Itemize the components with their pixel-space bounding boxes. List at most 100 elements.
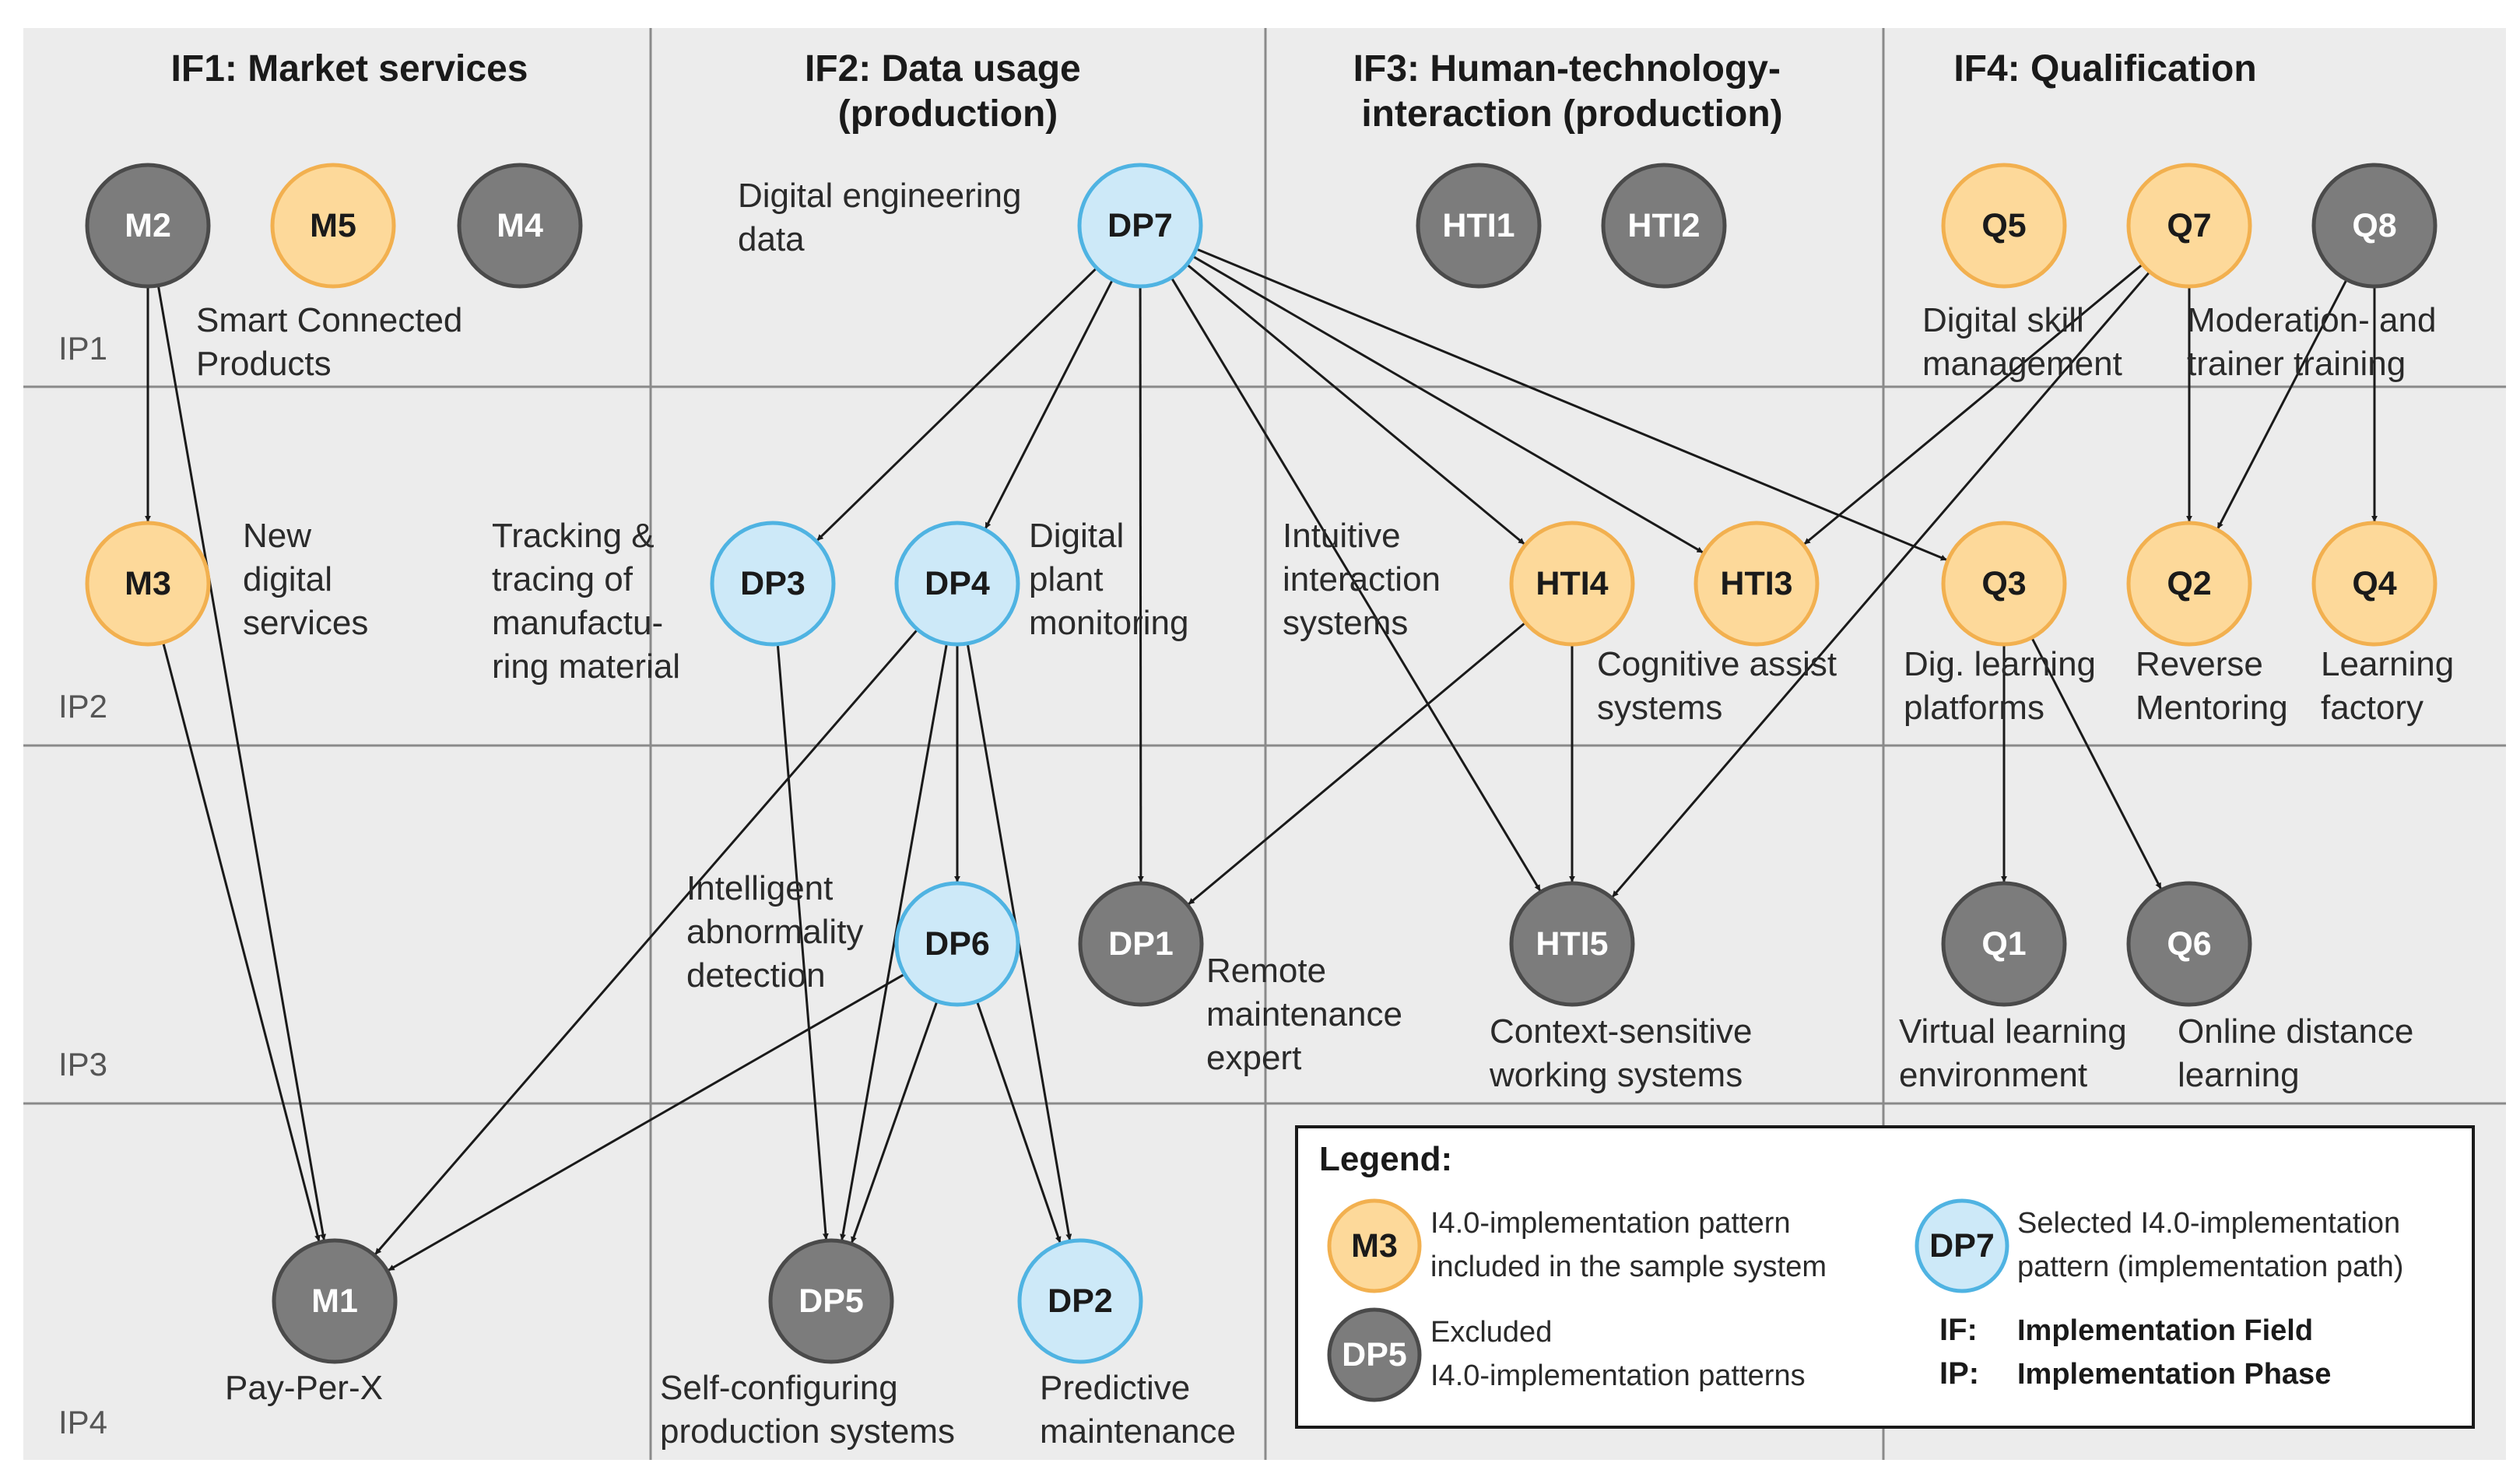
field-header-line: IF3: Human-technology- — [1353, 48, 1781, 89]
node-circle-hti5 — [1509, 881, 1635, 1007]
label-remote: Remote maintenance expert — [1206, 952, 1412, 1077]
legend-line: Selected I4.0-implementation — [2017, 1207, 2400, 1240]
label-line: New — [243, 517, 311, 555]
node-hti5: HTI5 — [1509, 881, 1635, 1007]
node-q4: Q4 — [2311, 521, 2438, 647]
node-label-q7: Q7 — [2167, 207, 2211, 244]
legend-selected-swatch — [1915, 1198, 2009, 1293]
node-label-hti2: HTI2 — [1627, 207, 1700, 244]
phase-label-ip4: IP4 — [58, 1404, 107, 1440]
label-line: manufactu- — [492, 604, 663, 642]
label-line: Online distance — [2178, 1012, 2413, 1051]
label-line: Dig. learning — [1904, 645, 2096, 683]
node-dp6: DP6 — [894, 881, 1020, 1007]
node-label-hti4: HTI4 — [1536, 565, 1608, 602]
edge-dp7-to-hti3 — [1192, 254, 1704, 554]
field-header-if1: IF1: Market services — [171, 48, 528, 89]
node-circle-q4 — [2311, 521, 2438, 647]
node-circle-q7 — [2126, 163, 2252, 289]
node-hti2: HTI2 — [1601, 163, 1727, 289]
node-dp2: DP2 — [1017, 1238, 1143, 1364]
legend-included-text: I4.0-implementation pattern included in … — [1430, 1207, 1827, 1283]
node-label-hti5: HTI5 — [1536, 925, 1608, 963]
label-abnormality: Intelligent abnormality detection — [686, 869, 873, 995]
node-label-q2: Q2 — [2167, 565, 2211, 602]
label-line: plant — [1029, 560, 1103, 598]
legend-included-swatch — [1327, 1198, 1422, 1293]
edge-dp7-to-hti4 — [1186, 263, 1525, 546]
node-label-hti1: HTI1 — [1442, 207, 1514, 244]
edge-dp7-to-dp4 — [984, 279, 1114, 529]
label-line: trainer training — [2187, 345, 2406, 383]
edge-dp6-to-m1 — [388, 973, 906, 1272]
node-circle-q3 — [1941, 521, 2067, 647]
legend-included-swatch-label: M3 — [1351, 1227, 1398, 1265]
label-line: learning — [2178, 1056, 2300, 1094]
label-cognitive: Cognitive assist systems — [1597, 645, 1846, 727]
legend-if-key: IF: — [1939, 1313, 1978, 1347]
label-online: Online distance learning — [2178, 1012, 2423, 1094]
field-header-line: IF4: Qualification — [1953, 48, 2256, 89]
label-new-digital: New digital services — [243, 517, 368, 642]
label-line: maintenance — [1206, 995, 1402, 1033]
label-line: data — [738, 220, 805, 258]
label-tracking: Tracking & tracing of manufactu- ring ma… — [492, 517, 680, 686]
node-q3: Q3 — [1941, 521, 2067, 647]
node-hti4: HTI4 — [1509, 521, 1635, 647]
edge-hti4-to-dp1 — [1188, 621, 1527, 905]
legend-ip-text: Implementation Phase — [2017, 1358, 2331, 1391]
node-circle-dp2 — [1017, 1238, 1143, 1364]
legend-line: pattern (implementation path) — [2017, 1251, 2403, 1283]
node-label-q6: Q6 — [2167, 925, 2211, 963]
field-header-line: interaction (production) — [1361, 93, 1782, 135]
node-label-dp6: DP6 — [925, 925, 990, 963]
field-header-if2: IF2: Data usage (production) — [805, 48, 1091, 135]
legend-selected-text: Selected I4.0-implementation pattern (im… — [2017, 1207, 2409, 1283]
node-m3: M3 — [85, 521, 211, 647]
node-circle-q5 — [1941, 163, 2067, 289]
node-circle-dp6 — [894, 881, 1020, 1007]
label-digital-plant: Digital plant monitoring — [1029, 517, 1188, 642]
field-header-if4: IF4: Qualification — [1953, 48, 2256, 89]
node-label-dp7: DP7 — [1107, 207, 1173, 244]
label-pay-per-x: Pay-Per-X — [225, 1369, 383, 1407]
phase-label-ip3: IP3 — [58, 1046, 107, 1082]
label-line: maintenance — [1040, 1412, 1236, 1451]
label-line: factory — [2321, 689, 2423, 727]
edge-dp7-to-dp3 — [816, 267, 1098, 542]
label-line: Products — [196, 345, 332, 383]
node-label-q4: Q4 — [2352, 565, 2396, 602]
node-hti1: HTI1 — [1416, 163, 1542, 289]
node-circle-q6 — [2126, 881, 2252, 1007]
legend-excluded-text: Excluded I4.0-implementation patterns — [1430, 1316, 1806, 1392]
node-circle-m5 — [270, 163, 396, 289]
node-m5: M5 — [270, 163, 396, 289]
node-label-dp3: DP3 — [740, 565, 805, 602]
node-m1: M1 — [272, 1238, 398, 1364]
label-line: Pay-Per-X — [225, 1369, 383, 1407]
legend-line: Excluded — [1430, 1316, 1552, 1349]
legend-excluded-swatch-label: DP5 — [1342, 1336, 1407, 1373]
legend-box — [1295, 1125, 2475, 1429]
label-intuitive: Intuitive interaction systems — [1283, 517, 1450, 642]
legend-if-text: Implementation Field — [2017, 1314, 2313, 1347]
node-dp1: DP1 — [1078, 881, 1204, 1007]
edge-m3-to-m1 — [162, 642, 321, 1242]
label-line: Digital engineering — [738, 177, 1021, 215]
label-line: digital — [243, 560, 332, 598]
phase-labels: IP1 IP2 IP3 IP4 — [58, 330, 107, 1440]
label-line: expert — [1206, 1039, 1301, 1077]
node-dp4: DP4 — [894, 521, 1020, 647]
legend-excluded-swatch — [1327, 1307, 1422, 1402]
edge-dp6-to-dp5 — [851, 1001, 939, 1244]
node-label-q1: Q1 — [1981, 925, 2026, 963]
label-line: platforms — [1904, 689, 2044, 727]
label-factory: Learning factory — [2321, 645, 2464, 727]
label-line: systems — [1283, 604, 1408, 642]
label-line: environment — [1899, 1056, 2087, 1094]
label-virtual: Virtual learning environment — [1899, 1012, 2136, 1094]
node-circle-q2 — [2126, 521, 2252, 647]
node-q8: Q8 — [2311, 163, 2438, 289]
node-circle-dp1 — [1078, 881, 1204, 1007]
label-line: systems — [1597, 689, 1722, 727]
